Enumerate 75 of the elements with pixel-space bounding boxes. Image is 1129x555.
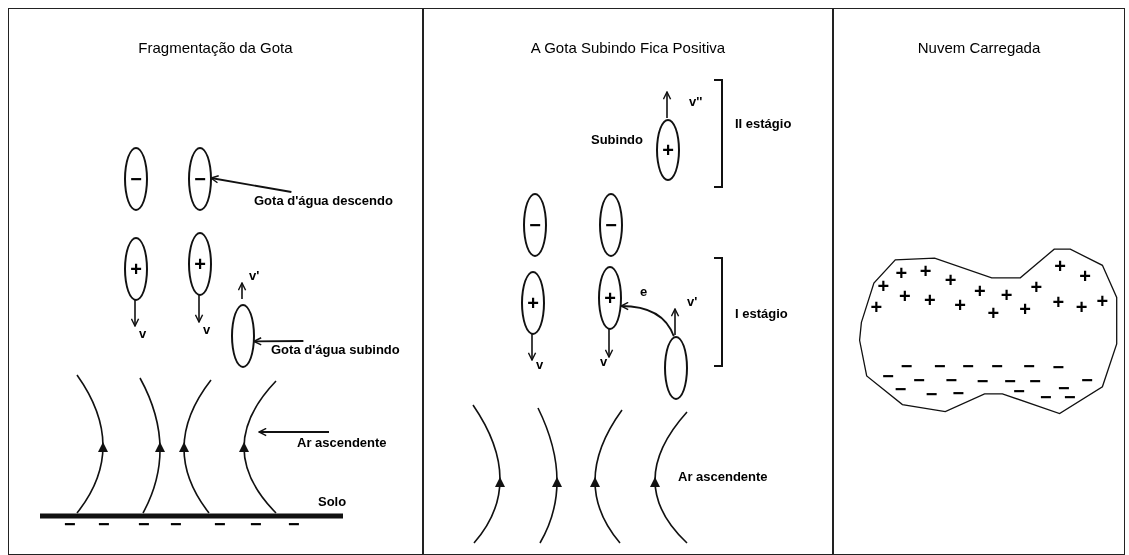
caption-text: Ar ascendente [678,469,768,485]
positive-charge-sign: + [1096,291,1109,312]
positive-charge-sign: + [974,281,986,302]
edge-label: e [640,284,648,300]
positive-charge-sign: + [895,263,908,284]
negative-charge-sign: − [64,514,76,534]
curved-arrow [620,301,675,338]
water-drop [664,336,688,400]
negative-charge-sign: − [934,356,946,377]
ground-label: Solo [318,494,347,510]
positive-charge-sign: + [870,297,883,318]
positive-charge-sign: + [987,302,1000,323]
negative-charge-sign: − [170,514,182,534]
panel-frame [423,8,833,555]
water-drop: + [188,232,212,296]
water-drop: − [599,193,623,257]
positive-charge-sign: + [1019,298,1032,319]
arrow [258,427,330,437]
water-drop: + [124,237,148,301]
water-drop: + [521,271,545,335]
negative-charge-sign: − [925,383,938,404]
velocity-label: v [600,354,608,370]
negative-charge-sign: − [250,514,262,534]
negative-charge-sign: − [976,371,989,392]
negative-charge-sign: − [991,356,1003,377]
caption-text: Gota d'água subindo [271,342,416,358]
panel-heading: Nuvem Carregada [917,39,1041,56]
positive-charge-sign: + [1054,256,1067,277]
positive-charge-sign: + [924,290,936,310]
negative-charge-sign: − [214,514,226,534]
positive-charge-sign: + [919,261,932,282]
negative-charge-sign: − [288,514,300,534]
panel-frame [833,8,1125,555]
positive-charge-sign: + [1030,276,1043,297]
water-drop: + [598,266,622,330]
negative-charge-sign: − [882,366,894,387]
negative-charge-sign: − [900,356,913,377]
drop-caption: Subindo [591,132,643,148]
velocity-label: v [203,322,211,338]
negative-charge-sign: − [913,369,925,390]
leader-arrow [253,337,305,346]
water-drop: − [523,193,547,257]
positive-charge-sign: + [877,275,890,296]
negative-charge-sign: − [1040,387,1052,408]
panel-frame [8,8,423,555]
negative-charge-sign: − [894,379,907,400]
negative-charge-sign: − [98,514,110,534]
stage-label: I estágio [735,306,788,322]
caption-text: Ar ascendente [297,435,407,451]
water-drop: − [188,147,212,211]
positive-charge-sign: + [1052,291,1065,312]
positive-charge-sign: + [1000,284,1013,305]
positive-charge-sign: + [1075,297,1088,318]
water-drop [231,304,255,368]
negative-charge-sign: − [138,514,150,534]
charged-cloud [858,247,1120,417]
positive-charge-sign: + [944,270,957,291]
positive-charge-sign: + [954,295,967,316]
negative-charge-sign: − [1081,369,1093,390]
stage-label: II estágio [735,116,792,132]
water-drop: − [124,147,148,211]
velocity-label: v' [687,294,698,310]
velocity-label: v' [249,268,260,284]
negative-charge-sign: − [1052,357,1065,378]
velocity-label: v'' [689,94,703,110]
caption-text: Gota d'água descendo [254,193,414,209]
panel-heading: Fragmentação da Gota [138,39,293,56]
velocity-label: v [139,326,147,342]
negative-charge-sign: − [962,356,974,377]
velocity-label: v [536,357,544,373]
positive-charge-sign: + [1079,265,1092,286]
panel-heading: A Gota Subindo Fica Positiva [530,39,726,56]
leader-arrow [210,174,293,193]
positive-charge-sign: + [899,286,911,307]
water-drop: + [656,119,680,181]
